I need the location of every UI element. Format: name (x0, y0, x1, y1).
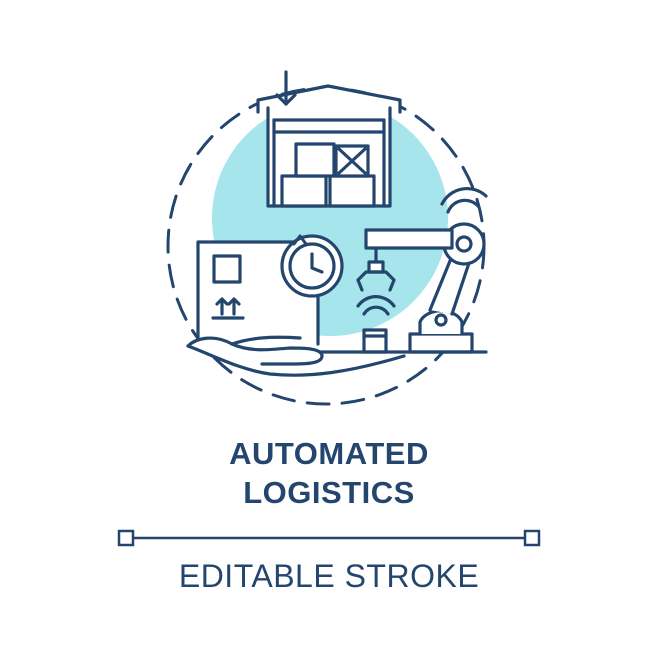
title-line-2: LOGISTICS (243, 475, 415, 510)
wireless-signal-icon (356, 186, 488, 316)
arrow-down-icon (275, 70, 297, 106)
clock-cycle-icon (280, 234, 344, 298)
automated-logistics-illustration (166, 70, 488, 406)
editable-stroke-line (117, 529, 541, 547)
warehouse-icon (256, 84, 402, 208)
title-line-1: AUTOMATED (229, 436, 429, 471)
stroke-handle-right (523, 529, 541, 547)
editable-stroke-caption: EDITABLE STROKE (178, 558, 480, 594)
open-hand-icon (186, 335, 406, 377)
robot-arm-icon (356, 222, 486, 354)
stroke-handle-left (117, 529, 135, 547)
